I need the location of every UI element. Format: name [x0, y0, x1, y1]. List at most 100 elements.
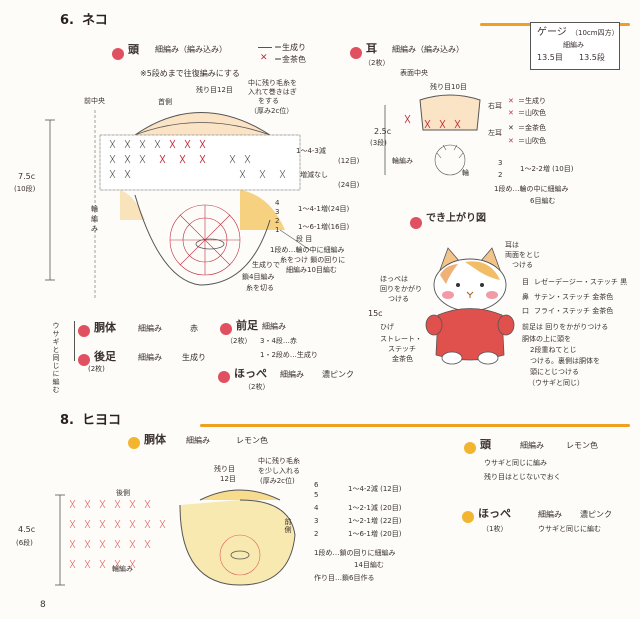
chick-height: 4.5c: [18, 525, 36, 534]
head-rows2b: (24目): [338, 181, 360, 189]
ear-mark: [350, 42, 362, 61]
head-ring: 輪: [91, 205, 98, 213]
head-stuff4: （厚み2c位）: [250, 107, 294, 115]
chick-round1: 1段め…鎖の回りに細編み: [314, 549, 396, 557]
head-rows3: 1〜4-1増(24目): [298, 205, 350, 213]
head-stuff1: 中に残り毛糸を: [248, 79, 297, 87]
finished-whisker3: ステッチ: [388, 345, 416, 353]
head-neck: 首側: [158, 98, 172, 106]
ear-surface: 表面中央: [400, 69, 428, 77]
head-round1: 1段め…輪の中に細編み: [270, 246, 345, 254]
chick-stuff3: (厚み2c位): [260, 477, 295, 485]
chick-head-desc: 細編み: [520, 441, 544, 450]
page-number: 8: [40, 600, 46, 610]
cheek-mark: [218, 366, 230, 385]
head-remain: 残り目12目: [196, 86, 233, 94]
chick-head-color: レモン色: [566, 441, 598, 450]
gauge-unit: （10cm四方）: [571, 29, 619, 37]
head-legend2: ＝金茶色: [274, 55, 306, 64]
head-stuff3: をする: [258, 97, 279, 105]
head-desc: 細編み（編み込み）: [155, 45, 227, 54]
gauge-title: ゲージ: [537, 27, 567, 38]
finished-leg6: （ウサギと同じ）: [528, 379, 584, 387]
chick-remain: 残り目: [214, 465, 235, 473]
finished-leg1: 前足は 回りをかがりつける: [522, 323, 609, 331]
head-rows1b: (12目): [338, 157, 360, 165]
cheek-color: 濃ピンク: [322, 370, 354, 379]
chick-rows3: 1〜2-1増 (22目): [348, 517, 402, 525]
cheek-count: （2枚）: [244, 383, 270, 391]
finished-mouth-d: フライ・ステッチ 金茶色: [534, 307, 614, 315]
chick-cheek-note: ウサギと同じに編む: [538, 525, 601, 533]
chick-num-2: 2: [314, 530, 319, 538]
chick-front: 前側: [284, 518, 292, 534]
legend-line1: [258, 47, 272, 48]
cheek-desc: 細編み: [280, 370, 304, 379]
cat-illustration: [425, 247, 515, 365]
chick-remain2: 12目: [220, 475, 236, 483]
head-height2: (10段): [14, 185, 36, 193]
fore-mark: [220, 318, 232, 337]
fore-r2: 1・2段め…生成り: [260, 351, 318, 359]
ear-count: （2枚）: [364, 59, 390, 67]
hind-desc: 細編み: [138, 353, 162, 362]
chick-num-3: 3: [314, 517, 319, 525]
chick-cheek-label: ほっぺ: [478, 507, 511, 520]
head-rows2: 増減なし: [300, 171, 328, 179]
ear-rows: 1〜2-2増 (10目): [520, 165, 574, 173]
ear-height2: (3段): [370, 139, 387, 147]
same-as-rabbit: ウサギと同じに編む: [52, 322, 60, 394]
section6-title: ネコ: [82, 13, 108, 28]
x-mark-l1: ✕: [508, 124, 514, 132]
finished-mouth: 口: [522, 307, 529, 315]
finished-leg3: 2段重ねてとじ: [530, 346, 577, 354]
ear-diagram: [384, 94, 481, 176]
finished-cheek3: つける: [388, 295, 409, 303]
finished-cheek1: ほっぺは: [380, 275, 408, 283]
head-ring2: 編: [91, 215, 98, 223]
finished-mark: [410, 212, 422, 231]
head-legend1: ＝生成り: [274, 43, 306, 52]
body-color: 赤: [190, 324, 198, 333]
finished-title: でき上がり図: [426, 213, 486, 224]
ear-desc: 細編み（編み込み）: [392, 45, 464, 54]
finished-ear3: つける: [512, 261, 533, 269]
finished-whisker4: 金茶色: [392, 355, 413, 363]
head-num-1: 1: [275, 226, 280, 234]
fore-count: （2枚）: [226, 337, 252, 345]
head-r5: 鎖4目編み: [242, 273, 275, 281]
ear-legend-r1: ＝生成り: [518, 97, 546, 105]
ear-r2: 6目編む: [530, 197, 556, 205]
head-ring3: み: [91, 225, 98, 233]
fore-desc: 細編み: [262, 322, 286, 331]
section8-title: ヒヨコ: [82, 413, 122, 428]
ear-right: 右耳: [488, 102, 502, 110]
ear-num-2: 2: [498, 171, 503, 179]
bracket: [74, 321, 75, 361]
hind-mark: [78, 349, 90, 368]
chick-rows1: 1〜4-2減 (12目): [348, 485, 402, 493]
chick-cheek-color: 濃ピンク: [580, 510, 612, 519]
body-mark: [78, 320, 90, 339]
head-rows4: 1〜6-1増(16目): [298, 223, 350, 231]
head-rowhead: 段 目: [296, 235, 313, 243]
chick-cheek-count: （1枚）: [482, 525, 508, 533]
chick-body-color: レモン色: [236, 436, 268, 445]
section6-number: 6.: [60, 13, 74, 28]
chick-height2: (6段): [16, 539, 33, 547]
ear-left: 左耳: [488, 129, 502, 137]
chick-head-mark: [464, 437, 476, 456]
gauge-sub: 細編み: [563, 41, 584, 49]
chick-cheek-mark: [462, 506, 474, 525]
head-r2: 糸をつけ 鎖の回りに: [280, 256, 346, 264]
finished-nose-d: サテン・ステッチ 金茶色: [534, 293, 614, 301]
finished-eye-d: レゼーデージー・ステッチ 黒: [534, 278, 628, 286]
chick-round2: 14目編む: [354, 561, 384, 569]
head-mark: [112, 43, 124, 62]
chick-head-label: 頭: [480, 438, 491, 451]
finished-ear2: 両面をとじ: [505, 251, 540, 259]
ear-legend-l2: ＝山吹色: [518, 137, 546, 145]
body-label: 胴体: [94, 321, 116, 334]
gauge-box: ゲージ （10cm四方） 細編み 13.5目 13.5段: [530, 22, 620, 70]
chick-head-note: ウサギと同じに編み: [484, 459, 547, 467]
